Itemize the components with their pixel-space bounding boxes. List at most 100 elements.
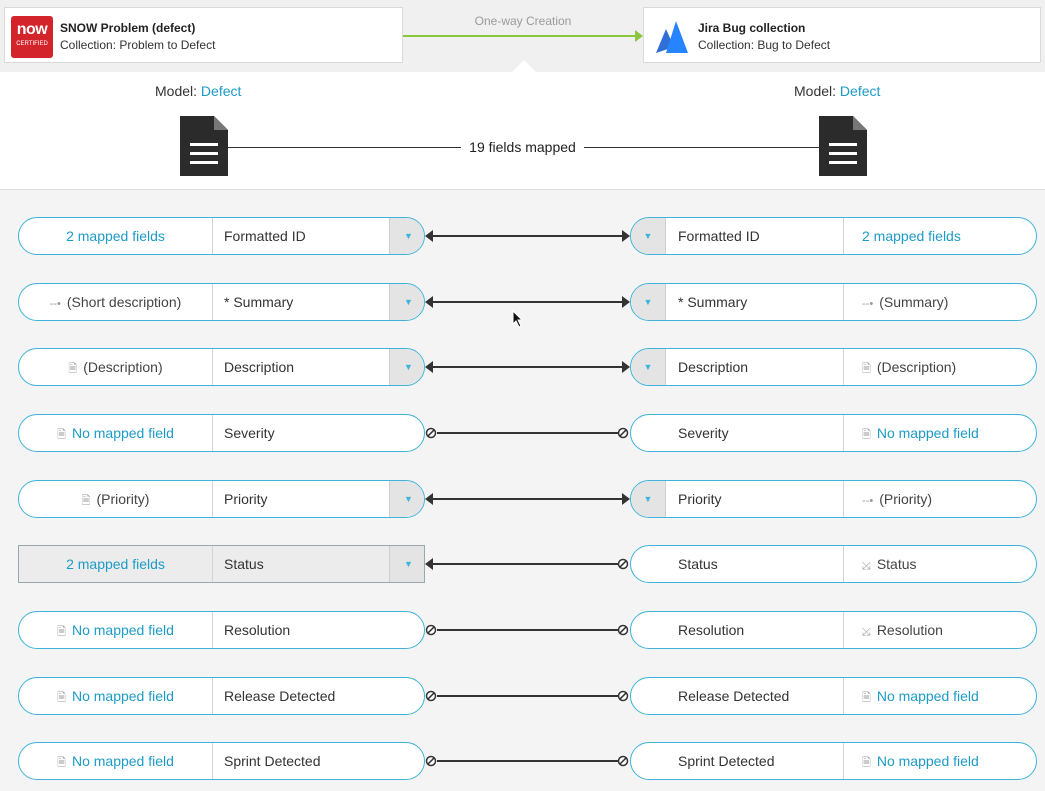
source-field-name: Resolution	[212, 612, 424, 648]
source-collection-card[interactable]: now CERTIFIED SNOW Problem (defect) Coll…	[4, 7, 403, 63]
source-field-pill[interactable]: 🗎(Description) Description▼	[18, 348, 425, 386]
source-linked-fields[interactable]: --•(Short description)	[49, 294, 182, 310]
arrow-right-icon	[622, 361, 630, 373]
source-field-name: Status	[212, 546, 389, 582]
target-field-pill[interactable]: Sprint Detected 🗎No mapped field	[630, 742, 1037, 780]
target-field-name: Release Detected	[678, 688, 790, 704]
source-linked-fields[interactable]: 🗎No mapped field	[57, 425, 174, 441]
target-field-name: Sprint Detected	[678, 753, 775, 769]
arrow-right-icon	[622, 296, 630, 308]
source-linked-fields[interactable]: 🗎No mapped field	[57, 753, 174, 769]
mapping-connector	[432, 366, 623, 368]
source-field-name: Sprint Detected	[212, 743, 424, 779]
target-field-pill[interactable]: Severity 🗎No mapped field	[630, 414, 1037, 452]
field-type-icon: 🗎	[862, 692, 871, 704]
no-flow-icon	[617, 624, 629, 636]
source-field-dropdown-icon[interactable]: ▼	[389, 546, 424, 582]
target-linked-fields[interactable]: ⤩Resolution	[843, 612, 1036, 648]
target-field-pill[interactable]: Resolution ⤩Resolution	[630, 611, 1037, 649]
target-field-pill[interactable]: ▼ * Summary --•(Summary)	[630, 283, 1037, 321]
target-field-dropdown-icon[interactable]: ▼	[631, 481, 666, 517]
source-field-pill[interactable]: 2 mapped fields Status▼	[18, 545, 425, 583]
no-flow-icon	[617, 427, 629, 439]
source-linked-fields[interactable]: 🗎(Priority)	[81, 491, 150, 507]
target-field-name: Description	[678, 359, 749, 375]
target-field-pill[interactable]: Status⤩Status	[630, 545, 1037, 583]
target-linked-fields[interactable]: ⤩Status	[843, 546, 1036, 582]
target-linked-fields[interactable]: --•(Summary)	[843, 284, 1036, 320]
target-field-name: Severity	[678, 425, 729, 441]
field-type-icon: --•	[862, 495, 874, 507]
source-field-pill[interactable]: 2 mapped fields Formatted ID▼	[18, 217, 425, 255]
target-linked-fields[interactable]: 🗎(Description)	[843, 349, 1036, 385]
field-type-icon: ⤩	[862, 560, 871, 572]
source-field-dropdown-icon[interactable]: ▼	[389, 481, 424, 517]
no-flow-icon	[425, 755, 437, 767]
panel-notch	[511, 60, 537, 73]
target-field-name: Resolution	[678, 622, 745, 638]
source-field-dropdown-icon[interactable]: ▼	[389, 218, 424, 254]
field-type-icon: --•	[49, 298, 61, 310]
source-linked-fields[interactable]: 2 mapped fields	[66, 556, 165, 572]
no-flow-icon	[617, 690, 629, 702]
field-type-icon: 🗎	[862, 757, 871, 769]
mapping-row: 🗎(Priority)Priority▼▼Priority--•(Priorit…	[0, 480, 1045, 520]
source-field-dropdown-icon[interactable]: ▼	[389, 349, 424, 385]
field-type-icon: 🗎	[862, 429, 871, 441]
mapping-connector	[437, 629, 618, 631]
field-type-icon: 🗎	[862, 363, 871, 375]
mapping-connector	[432, 563, 618, 565]
target-field-dropdown-icon[interactable]: ▼	[631, 349, 666, 385]
right-model-label: Model: Defect	[794, 83, 881, 99]
target-linked-fields[interactable]: 2 mapped fields	[843, 218, 1036, 254]
target-field-dropdown-icon[interactable]: ▼	[631, 284, 666, 320]
target-collection-title: Jira Bug collection	[698, 21, 806, 35]
source-linked-fields[interactable]: 🗎No mapped field	[57, 622, 174, 638]
mapping-connector	[437, 760, 618, 762]
source-field-pill[interactable]: --•(Short description) * Summary▼	[18, 283, 425, 321]
target-field-name: * Summary	[678, 294, 748, 310]
source-field-name: * Summary	[212, 284, 389, 320]
target-linked-fields[interactable]: 🗎No mapped field	[843, 678, 1036, 714]
arrow-left-icon	[425, 230, 433, 242]
source-field-pill[interactable]: 🗎(Priority) Priority▼	[18, 480, 425, 518]
mapping-connector	[437, 432, 618, 434]
mapping-row: 🗎(Description)Description▼▼Description🗎(…	[0, 348, 1045, 388]
arrow-right-icon	[622, 230, 630, 242]
right-model-link[interactable]: Defect	[839, 83, 881, 99]
field-type-icon: 🗎	[57, 429, 66, 441]
source-field-pill[interactable]: 🗎No mapped field Resolution	[18, 611, 425, 649]
target-field-pill[interactable]: ▼ Description 🗎(Description)	[630, 348, 1037, 386]
field-type-icon: 🗎	[57, 692, 66, 704]
source-field-name: Priority	[212, 481, 389, 517]
left-model-link[interactable]: Defect	[200, 83, 242, 99]
source-linked-fields[interactable]: 2 mapped fields	[66, 228, 165, 244]
jira-logo-icon	[656, 21, 688, 53]
target-collection-card[interactable]: Jira Bug collection Collection: Bug to D…	[643, 7, 1041, 63]
source-linked-fields[interactable]: 🗎(Description)	[68, 359, 163, 375]
field-type-icon: 🗎	[57, 757, 66, 769]
target-field-pill[interactable]: ▼Priority--•(Priority)	[630, 480, 1037, 518]
target-linked-fields[interactable]: 🗎No mapped field	[843, 415, 1036, 451]
target-linked-fields[interactable]: --•(Priority)	[843, 481, 1036, 517]
target-field-dropdown-icon[interactable]: ▼	[631, 218, 666, 254]
source-field-dropdown-icon[interactable]: ▼	[389, 284, 424, 320]
flow-arrow-head-icon	[635, 30, 643, 42]
source-field-name: Description	[212, 349, 389, 385]
target-field-pill[interactable]: Release Detected 🗎No mapped field	[630, 677, 1037, 715]
arrow-right-icon	[622, 493, 630, 505]
source-collection-title: SNOW Problem (defect)	[60, 21, 196, 35]
target-linked-fields[interactable]: 🗎No mapped field	[843, 743, 1036, 779]
no-flow-icon	[425, 624, 437, 636]
no-flow-icon	[425, 427, 437, 439]
source-field-name: Formatted ID	[212, 218, 389, 254]
source-field-pill[interactable]: 🗎No mapped field Sprint Detected	[18, 742, 425, 780]
source-linked-fields[interactable]: 🗎No mapped field	[57, 688, 174, 704]
servicenow-logo: now CERTIFIED	[11, 16, 53, 58]
mapping-row: --•(Short description)* Summary▼▼* Summa…	[0, 283, 1045, 323]
